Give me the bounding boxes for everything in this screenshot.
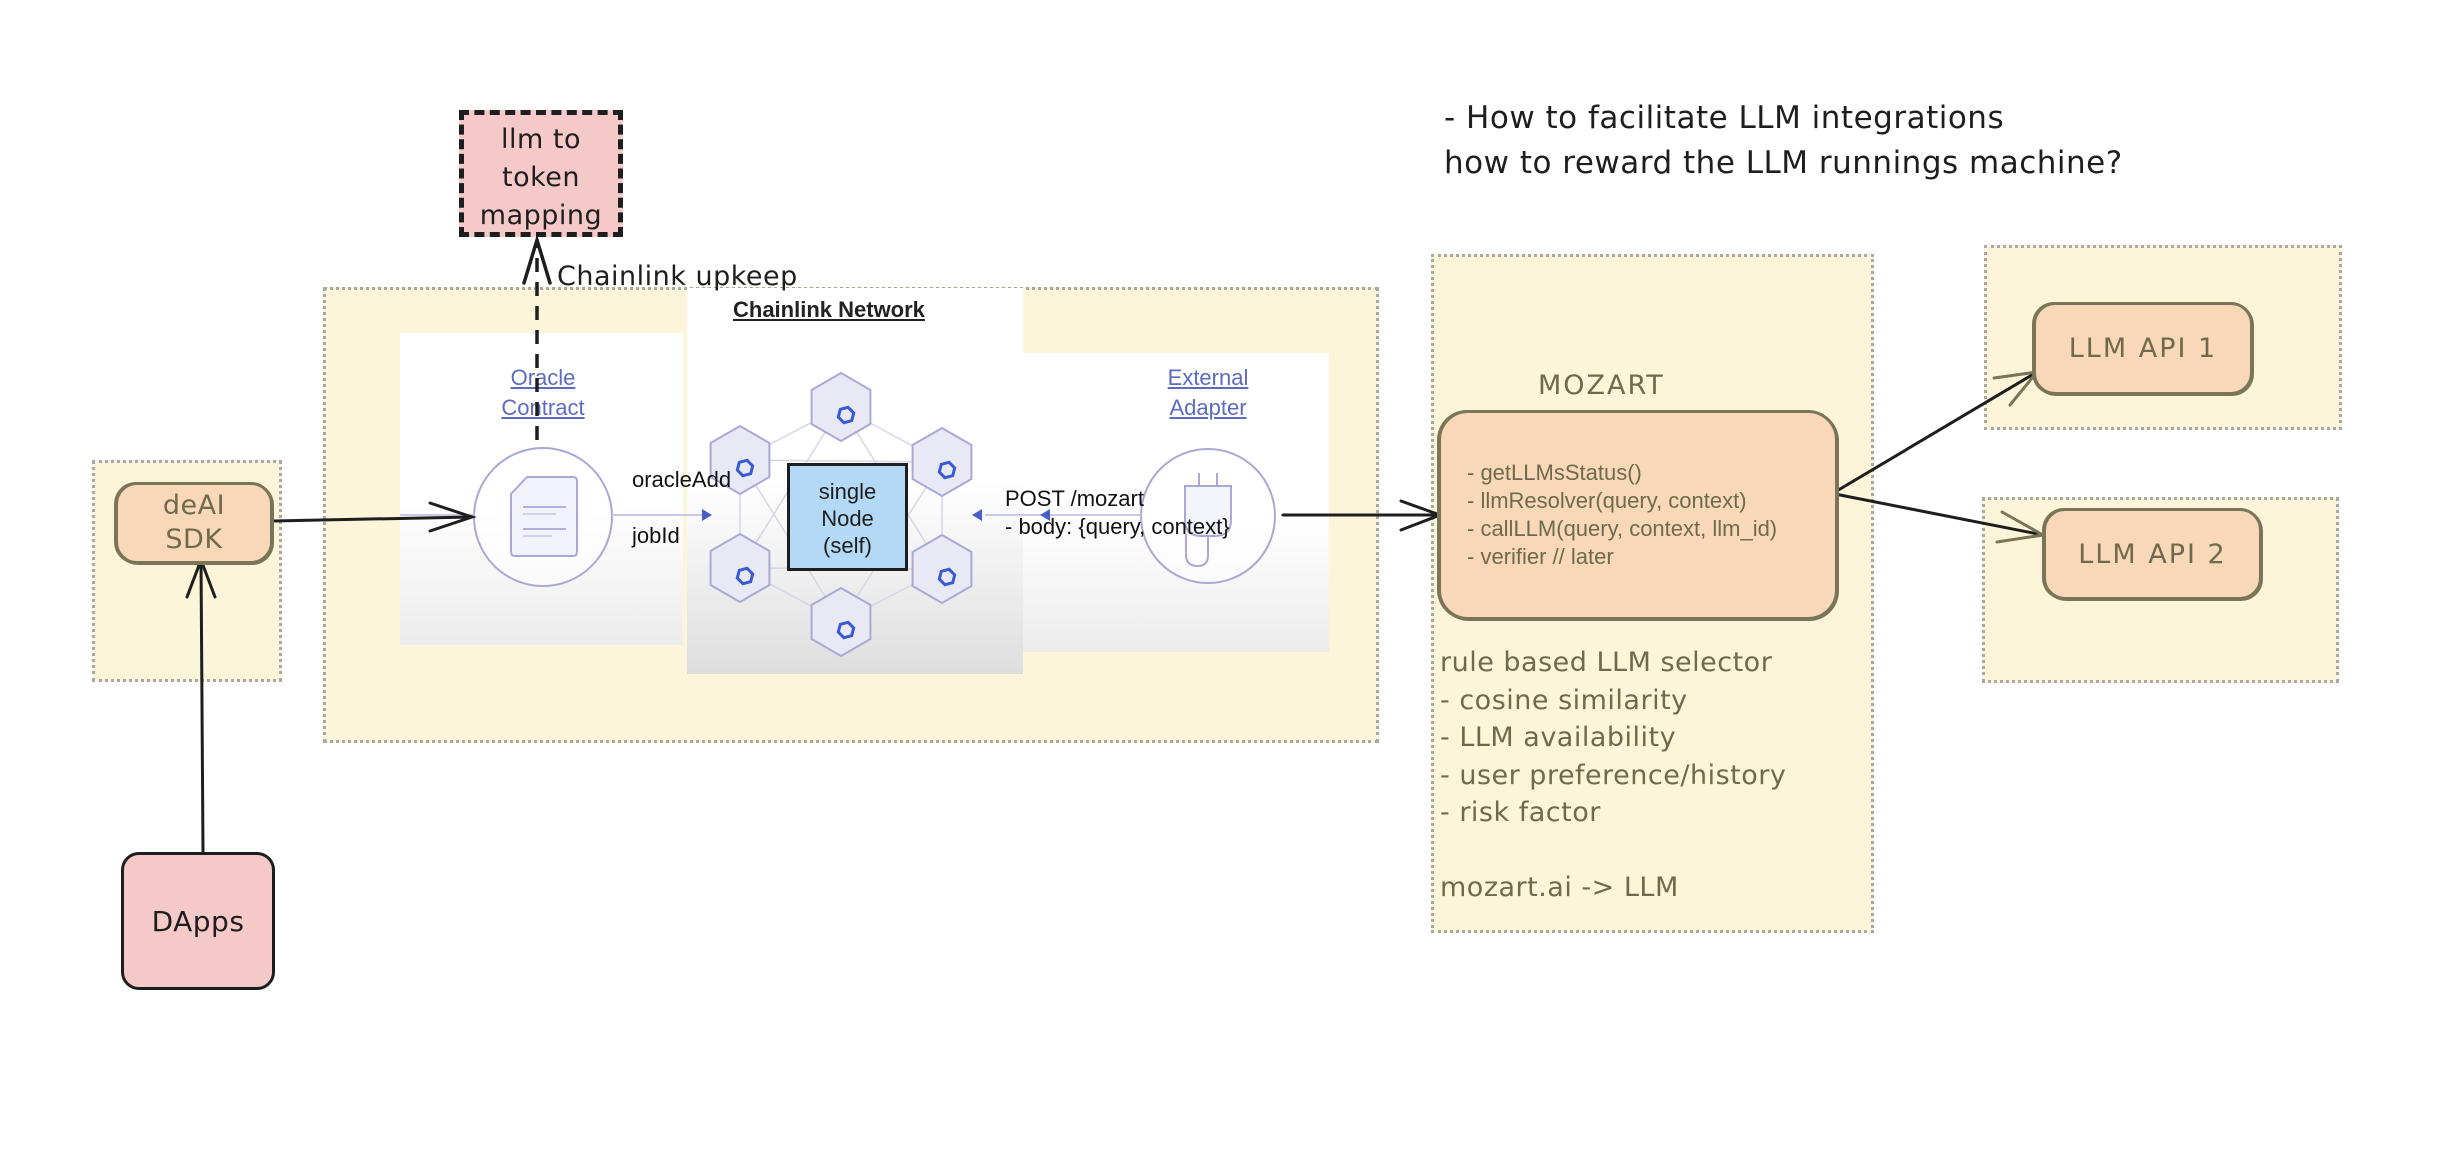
mozart-title: MOZART xyxy=(1538,370,1665,401)
arrowhead-to-node-right xyxy=(972,509,982,521)
arrow-dapps-to-sdk xyxy=(185,555,217,853)
oracle-contract-link[interactable]: Oracle Contract xyxy=(483,363,603,423)
document-icon xyxy=(510,476,578,557)
llm-api-1-label: LLM API 1 xyxy=(2068,333,2218,364)
arrow-upkeep xyxy=(522,233,552,440)
mozart-box[interactable]: - getLLMsStatus() - llmResolver(query, c… xyxy=(1438,410,1838,620)
mozart-method: - getLLMsStatus() xyxy=(1467,460,1642,485)
network-node-hexagon xyxy=(709,424,771,496)
node-line2: Node xyxy=(821,506,874,531)
llm-api-2-box[interactable]: LLM API 2 xyxy=(2043,508,2262,600)
selector-item: - user preference/history xyxy=(1440,759,1787,791)
dapps-label: DApps xyxy=(151,904,245,938)
mozart-method: - llmResolver(query, context) xyxy=(1467,488,1747,513)
node-line1: single xyxy=(818,479,877,504)
llm-api-2-label: LLM API 2 xyxy=(2078,538,2227,570)
oracle-add-label: oracleAdd xyxy=(632,467,732,492)
oracle-label-line1: Oracle xyxy=(510,365,576,390)
notes: - How to facilitate LLM integrations how… xyxy=(1444,96,2123,186)
arrow-adapter-to-mozart xyxy=(1281,499,1445,532)
selector-item: - cosine similarity xyxy=(1440,684,1688,716)
post-label: POST /mozart - body: {query, context} xyxy=(1005,485,1230,541)
selector-item: - risk factor xyxy=(1440,797,1601,828)
chainlink-logo-icon xyxy=(735,458,755,478)
single-node-box[interactable]: single Node (self) xyxy=(787,463,908,571)
adapter-label-line1: External xyxy=(1167,365,1249,390)
external-adapter-link[interactable]: External Adapter xyxy=(1148,363,1268,423)
llm-token-line-1: llm to xyxy=(501,124,581,155)
selector-title: rule based LLM selector xyxy=(1440,647,1773,678)
network-node-hexagon xyxy=(810,586,872,658)
note-line-2: how to reward the LLM runnings machine? xyxy=(1444,145,2123,181)
llm-api-1-box[interactable]: LLM API 1 xyxy=(2033,302,2253,395)
arrow-sdk-to-oracle xyxy=(271,501,477,533)
note-line-1: - How to facilitate LLM integrations xyxy=(1444,100,2005,136)
llm-token-line-3: mapping xyxy=(479,200,603,231)
sdk-label-line1: deAI xyxy=(162,490,226,521)
chainlink-logo-icon xyxy=(937,567,957,587)
selector-notes: rule based LLM selector - cosine similar… xyxy=(1440,644,1786,907)
llm-token-mapping-box: llm to token mapping xyxy=(459,110,623,237)
job-id-label: jobId xyxy=(632,523,680,548)
arrowhead-adapter xyxy=(1040,509,1050,521)
chainlink-logo-icon xyxy=(937,460,957,480)
network-node-hexagon xyxy=(810,371,872,443)
upkeep-label: Chainlink upkeep xyxy=(557,261,798,292)
mozart-method: - callLLM(query, context, llm_id) xyxy=(1467,516,1778,541)
network-node-hexagon xyxy=(911,533,973,605)
arrow-mozart-to-api1 xyxy=(1833,369,2041,494)
arrowhead-to-node xyxy=(702,509,712,521)
chainlink-logo-icon xyxy=(836,620,856,640)
selector-item: - LLM availability xyxy=(1440,722,1677,753)
network-node-hexagon xyxy=(911,426,973,498)
chainlink-logo-icon xyxy=(735,566,755,586)
network-title: Chainlink Network xyxy=(733,297,925,322)
adapter-label-line2: Adapter xyxy=(1169,395,1247,420)
plug-icon xyxy=(1184,473,1232,568)
llm-token-line-2: token xyxy=(501,162,580,193)
sdk-label-line2: SDK xyxy=(165,524,223,555)
oracle-label-line2: Contract xyxy=(501,395,585,420)
dapps-box[interactable]: DApps xyxy=(121,852,275,990)
mozart-methods: - getLLMsStatus() - llmResolver(query, c… xyxy=(1441,459,1777,571)
mozart-footer: mozart.ai -> LLM xyxy=(1440,872,1679,903)
mozart-method: - verifier // later xyxy=(1467,544,1614,569)
post-label-line2: - body: {query, context} xyxy=(1005,514,1230,539)
node-line3: (self) xyxy=(823,533,872,558)
chainlink-logo-icon xyxy=(836,405,856,425)
arrow-mozart-to-api2 xyxy=(1833,492,2048,544)
network-node-hexagon xyxy=(709,532,771,604)
deai-sdk-box[interactable]: deAI SDK xyxy=(115,482,273,564)
post-label-line1: POST /mozart xyxy=(1005,486,1144,511)
